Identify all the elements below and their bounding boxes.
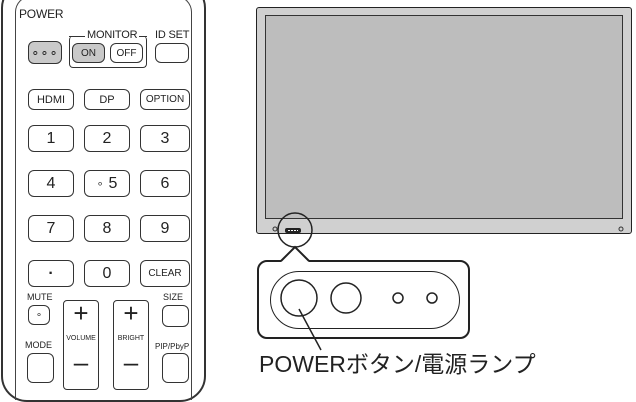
callout-pointer (280, 245, 310, 262)
closeup-second-button (330, 282, 362, 314)
key-3[interactable]: 3 (140, 125, 190, 152)
clear-label: CLEAR (148, 268, 182, 279)
key-1[interactable]: 1 (28, 125, 74, 152)
volume-label: VOLUME (66, 335, 96, 342)
key-5-label: 5 (108, 174, 118, 192)
hdmi-label: HDMI (36, 93, 66, 106)
monitor-group-frame (69, 36, 147, 68)
monitor-screen (265, 15, 623, 219)
bezel-sensor-dot-right (618, 226, 624, 232)
key-2-label: 2 (102, 129, 112, 147)
key-7[interactable]: 7 (28, 215, 74, 242)
size-button[interactable] (162, 305, 189, 327)
key-1-label: 1 (46, 129, 56, 147)
key-8-label: 8 (102, 219, 112, 237)
hdmi-button[interactable]: HDMI (28, 89, 74, 110)
key-5-tactile-dot: ∘ (96, 178, 104, 190)
idset-button[interactable] (155, 43, 189, 63)
power-label: POWER (19, 7, 64, 21)
idset-label: ID SET (155, 29, 190, 41)
closeup-indicator-right (426, 292, 438, 304)
volume-rocker[interactable]: + VOLUME – (63, 298, 99, 390)
key-7-label: 7 (46, 219, 56, 237)
size-label: SIZE (163, 292, 184, 302)
dp-label: DP (99, 93, 115, 106)
closeup-power-button (280, 279, 318, 317)
mute-dot: ∘ (35, 309, 43, 321)
key-6[interactable]: 6 (140, 170, 190, 197)
mute-label: MUTE (27, 292, 53, 302)
caption-leader-line (298, 308, 322, 351)
volume-up-sign: + (73, 298, 89, 328)
bright-up-sign: + (123, 298, 139, 328)
key-4-label: 4 (46, 174, 56, 192)
callout-pointer-fill (281, 248, 309, 262)
power-button-caption: POWERボタン/電源ランプ (259, 351, 536, 377)
power-button[interactable]: ∘∘∘ (28, 41, 62, 64)
option-button[interactable]: OPTION (140, 89, 190, 110)
monitor-on-label: ON (81, 47, 96, 59)
key-9-label: 9 (160, 219, 170, 237)
clear-button[interactable]: CLEAR (140, 260, 190, 287)
key-8[interactable]: 8 (84, 215, 130, 242)
monitor-off-button[interactable]: OFF (110, 43, 143, 63)
volume-down-sign: – (73, 347, 89, 377)
monitor-bezel (256, 7, 632, 234)
remote-panel (15, 0, 192, 400)
monitor-label: MONITOR (85, 29, 140, 41)
monitor-on-button[interactable]: ON (72, 43, 105, 63)
bezel-sensor-dot-left (272, 226, 278, 232)
key-2[interactable]: 2 (84, 125, 130, 152)
key-0[interactable]: 0 (84, 260, 130, 287)
power-dots: ∘∘∘ (31, 44, 59, 60)
key-5[interactable]: ∘5 (84, 170, 130, 197)
closeup-indicator-left (392, 292, 404, 304)
remote-control: POWER ∘∘∘ MONITOR ON OFF ID SET HDMI DP … (1, 0, 206, 402)
key-dot[interactable]: · (28, 260, 74, 287)
key-dot-label: · (48, 264, 54, 282)
key-4[interactable]: 4 (28, 170, 74, 197)
dp-button[interactable]: DP (84, 89, 130, 110)
callout-overlay (272, 212, 624, 351)
bright-label: BRIGHT (117, 335, 145, 342)
bright-rocker[interactable]: + BRIGHT – (113, 298, 149, 390)
monitor-off-label: OFF (116, 47, 137, 59)
option-label: OPTION (145, 94, 185, 105)
key-9[interactable]: 9 (140, 215, 190, 242)
pip-label: PIP/PbyP (155, 342, 190, 351)
key-6-label: 6 (160, 174, 170, 192)
mute-button[interactable]: ∘ (28, 305, 50, 325)
mode-label: MODE (25, 340, 52, 350)
bright-down-sign: – (123, 347, 139, 377)
key-3-label: 3 (160, 129, 170, 147)
key-0-label: 0 (102, 264, 112, 282)
